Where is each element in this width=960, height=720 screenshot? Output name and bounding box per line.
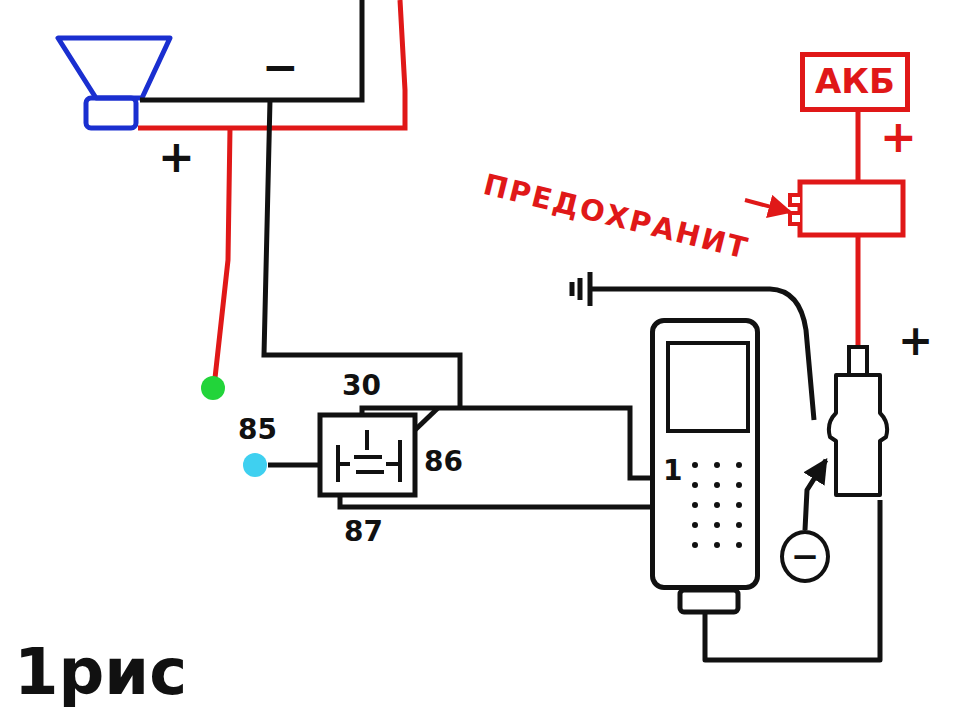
phone-key bbox=[736, 542, 742, 548]
phone-key bbox=[692, 482, 698, 488]
phone-body: 1 bbox=[650, 318, 760, 590]
node-text: + bbox=[898, 317, 933, 365]
pin-label: + bbox=[158, 132, 195, 183]
pin-label: 30 bbox=[342, 370, 381, 402]
pin-label: 87 bbox=[344, 516, 383, 548]
pin-label: + bbox=[880, 112, 917, 163]
fuse-label: ПРЕДОХРАНИТ bbox=[480, 168, 752, 266]
phone-key bbox=[714, 482, 720, 488]
speaker-magnet bbox=[86, 98, 136, 128]
cyan-terminal bbox=[243, 453, 267, 477]
connector-wire bbox=[805, 460, 826, 530]
figure-number: 1рис bbox=[14, 636, 187, 710]
node-text: АКБ bbox=[815, 62, 895, 101]
phone-key bbox=[692, 542, 698, 548]
node-text: − bbox=[791, 537, 820, 576]
phone-key bbox=[736, 522, 742, 528]
phone-key bbox=[736, 482, 742, 488]
minus-terminal: − bbox=[780, 530, 830, 583]
phone-key bbox=[714, 522, 720, 528]
relay-wire-87 bbox=[340, 495, 650, 507]
black-wire bbox=[140, 0, 362, 100]
pin-label: 86 bbox=[424, 446, 463, 478]
node-text: 1 bbox=[663, 455, 682, 487]
relay-wire-86 bbox=[415, 408, 438, 430]
plug-drawing bbox=[826, 345, 890, 500]
black-wire bbox=[264, 100, 460, 408]
phone-key bbox=[736, 462, 742, 468]
phone-key bbox=[692, 522, 698, 528]
phone-key bbox=[714, 542, 720, 548]
relay-housing bbox=[320, 415, 415, 495]
battery-box: АКБ bbox=[800, 52, 910, 112]
pin-label: 85 bbox=[238, 414, 277, 446]
phone-drawing bbox=[655, 323, 755, 585]
fuse-tabs bbox=[790, 195, 800, 224]
phone-screen bbox=[668, 343, 748, 431]
relay-symbol bbox=[338, 430, 400, 482]
phone-connector bbox=[680, 590, 738, 612]
phone-key bbox=[714, 462, 720, 468]
phone-key bbox=[736, 502, 742, 508]
pin-label: − bbox=[262, 42, 299, 93]
phone-key bbox=[692, 462, 698, 468]
lighter-plug: + bbox=[826, 345, 890, 500]
fuse-pointer bbox=[745, 200, 790, 212]
green-terminal bbox=[201, 376, 225, 400]
speaker-cone bbox=[58, 38, 170, 98]
plug-body bbox=[829, 375, 887, 495]
ground-symbol bbox=[572, 272, 590, 306]
relay-wire-85 bbox=[268, 463, 320, 468]
red-wire bbox=[215, 128, 230, 378]
plug-tip bbox=[849, 347, 867, 375]
phone-key bbox=[692, 502, 698, 508]
fuse bbox=[800, 182, 903, 235]
relay-wire-30 bbox=[362, 408, 650, 478]
phone-key bbox=[714, 502, 720, 508]
